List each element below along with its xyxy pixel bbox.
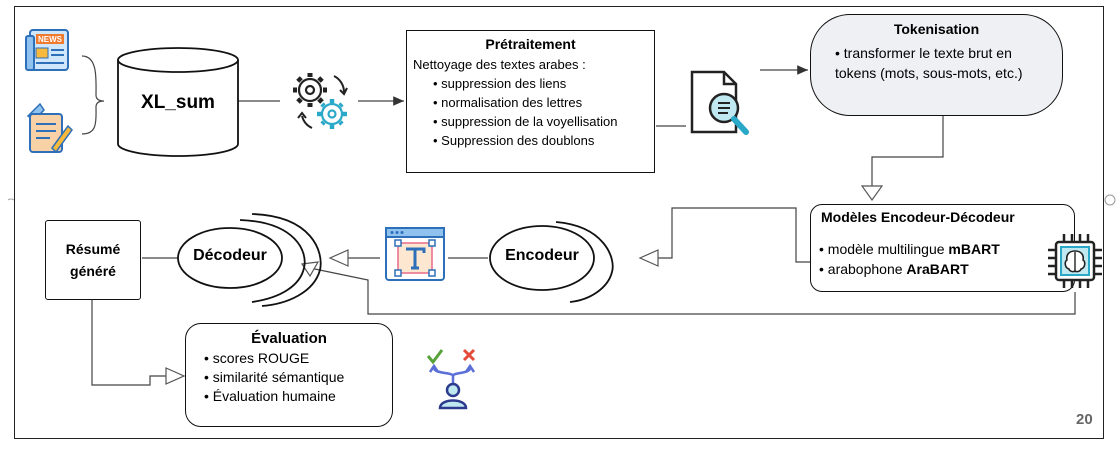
evaluation-list: • scores ROUGE • similarité sémantique • É… <box>204 349 374 406</box>
decoder-label: Décodeur <box>193 247 267 264</box>
ai-chip-icon <box>1046 232 1104 295</box>
news-icon: NEWS <box>24 28 72 79</box>
evaluation-title: Évaluation <box>251 330 327 347</box>
tokenisation-text: • transformer le texte brut en tokens (m… <box>835 45 1023 81</box>
tokenisation-box: Tokenisation • transformer le texte brut… <box>810 14 1063 116</box>
slide-frame <box>14 6 1104 439</box>
list-item: • suppression des liens <box>433 76 567 91</box>
bullet-icon: • <box>433 114 442 129</box>
decision-person-icon <box>420 346 486 415</box>
list-item: • scores ROUGE <box>204 350 310 366</box>
text-tool-icon <box>384 226 446 287</box>
preprocessing-intro: Nettoyage des textes arabes : <box>413 57 586 72</box>
list-item: • suppression de la voyellisation <box>433 114 618 129</box>
dataset-label: XL_sum <box>141 92 215 113</box>
models-title: Modèles Encodeur-Décodeur <box>821 209 1015 225</box>
document-edit-icon <box>22 96 74 161</box>
list-item: • Évaluation humaine <box>204 388 336 404</box>
document-search-icon <box>686 68 756 143</box>
list-item: • similarité sémantique <box>204 369 345 385</box>
bullet-icon: • <box>433 133 442 148</box>
gears-icon <box>284 64 356 141</box>
decoder-shape <box>176 212 326 313</box>
preprocessing-box: Prétraitement Nettoyage des textes arabe… <box>406 30 655 173</box>
bullet-icon: • <box>204 388 213 404</box>
models-item-mbart: • modèle multilingue mBART <box>819 241 1000 257</box>
dataset-cylinder <box>116 46 240 163</box>
preprocessing-list: • suppression des liens • normalisation d… <box>413 74 648 150</box>
list-item: • Suppression des doublons <box>433 133 595 148</box>
bullet-icon: • <box>433 76 442 91</box>
encoder-shape <box>486 216 626 311</box>
svg-text:NEWS: NEWS <box>38 35 63 44</box>
models-item-arabart: • arabophone AraBART <box>819 261 969 277</box>
summary-box: Résumé généré <box>45 220 141 300</box>
models-box: Modèles Encodeur-Décodeur • modèle multi… <box>810 204 1075 292</box>
summary-label: Résumé généré <box>65 241 121 279</box>
page-number: 20 <box>1076 411 1093 428</box>
bullet-icon: • <box>204 369 213 385</box>
encoder-label: Encodeur <box>505 247 579 264</box>
bullet-icon: • <box>204 350 213 366</box>
bullet-icon: • <box>433 95 442 110</box>
list-item: • normalisation des lettres <box>433 95 583 110</box>
evaluation-box: Évaluation • scores ROUGE • similarité sé… <box>185 323 393 427</box>
preprocessing-title: Prétraitement <box>485 36 576 52</box>
tokenisation-title: Tokenisation <box>893 21 980 37</box>
